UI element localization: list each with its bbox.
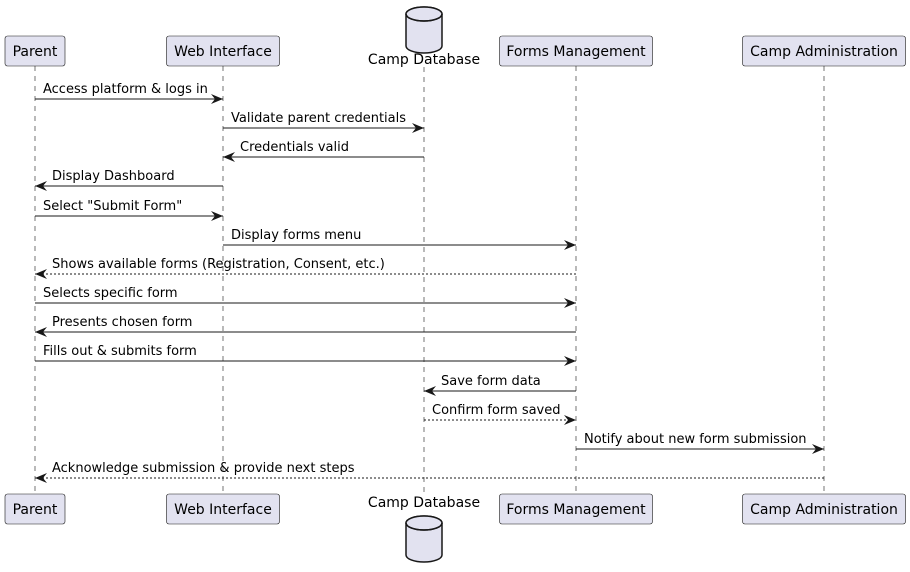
participant-admin-top: Camp Administration xyxy=(742,35,906,67)
message-label: Validate parent credentials xyxy=(231,111,406,126)
message: Validate parent credentials xyxy=(223,111,424,133)
message: Acknowledge submission & provide next st… xyxy=(35,461,824,483)
message-label: Display forms menu xyxy=(231,228,361,243)
messages: Access platform & logs in Validate parent… xyxy=(35,82,824,483)
message: Select "Submit Form" xyxy=(35,199,223,221)
participant-parent-bottom: Parent xyxy=(4,493,66,525)
participant-db-bottom: Camp Database xyxy=(368,495,480,563)
message: Notify about new form submission xyxy=(576,432,824,454)
message-label: Selects specific form xyxy=(43,286,178,301)
participant-box xyxy=(499,35,653,67)
message-label: Shows available forms (Registration, Con… xyxy=(52,257,385,272)
participant-box xyxy=(499,493,653,525)
participant-label: Forms Management xyxy=(506,502,646,518)
participant-label: Camp Database xyxy=(368,495,480,511)
lifelines xyxy=(34,66,825,494)
message: Confirm form saved xyxy=(424,403,576,425)
message-label: Fills out & submits form xyxy=(43,344,197,359)
message-label: Save form data xyxy=(441,374,541,389)
participant-label: Web Interface xyxy=(174,502,272,518)
participant-box xyxy=(742,493,906,525)
participants-bottom: Parent Web Interface Camp Database Forms Ma… xyxy=(4,493,906,563)
message-label: Acknowledge submission & provide next st… xyxy=(52,461,355,476)
message-label: Presents chosen form xyxy=(52,315,192,330)
participant-web-top: Web Interface xyxy=(166,35,280,67)
participant-label: Forms Management xyxy=(506,44,646,60)
participant-parent-top: Parent xyxy=(4,35,66,67)
participant-label: Camp Database xyxy=(368,52,480,68)
message: Selects specific form xyxy=(35,286,576,308)
message-label: Access platform & logs in xyxy=(43,82,208,97)
participant-web-bottom: Web Interface xyxy=(166,493,280,525)
message: Fills out & submits form xyxy=(35,344,576,366)
participant-db-top: Camp Database xyxy=(368,6,480,68)
message-label: Credentials valid xyxy=(240,140,349,155)
message-label: Notify about new form submission xyxy=(584,432,807,447)
message-label: Select "Submit Form" xyxy=(43,199,182,214)
message: Access platform & logs in xyxy=(35,82,223,104)
participant-label: Parent xyxy=(13,44,58,60)
message: Presents chosen form xyxy=(35,315,576,337)
message: Display forms menu xyxy=(223,228,576,250)
message: Shows available forms (Registration, Con… xyxy=(35,257,576,279)
participant-forms-bottom: Forms Management xyxy=(499,493,653,525)
participant-box xyxy=(4,493,66,525)
database-rim xyxy=(405,13,443,22)
participant-forms-top: Forms Management xyxy=(499,35,653,67)
participant-label: Camp Administration xyxy=(750,502,898,518)
participant-label: Camp Administration xyxy=(750,44,898,60)
participant-box xyxy=(166,493,280,525)
message: Display Dashboard xyxy=(35,169,223,191)
message: Credentials valid xyxy=(223,140,424,162)
database-rim xyxy=(405,522,443,531)
message-label: Confirm form saved xyxy=(432,403,561,418)
participant-label: Parent xyxy=(13,502,58,518)
message: Save form data xyxy=(424,374,576,396)
participant-box xyxy=(742,35,906,67)
participant-label: Web Interface xyxy=(174,44,272,60)
message-label: Display Dashboard xyxy=(52,169,175,184)
participant-admin-bottom: Camp Administration xyxy=(742,493,906,525)
participant-box xyxy=(4,35,66,67)
participant-box xyxy=(166,35,280,67)
